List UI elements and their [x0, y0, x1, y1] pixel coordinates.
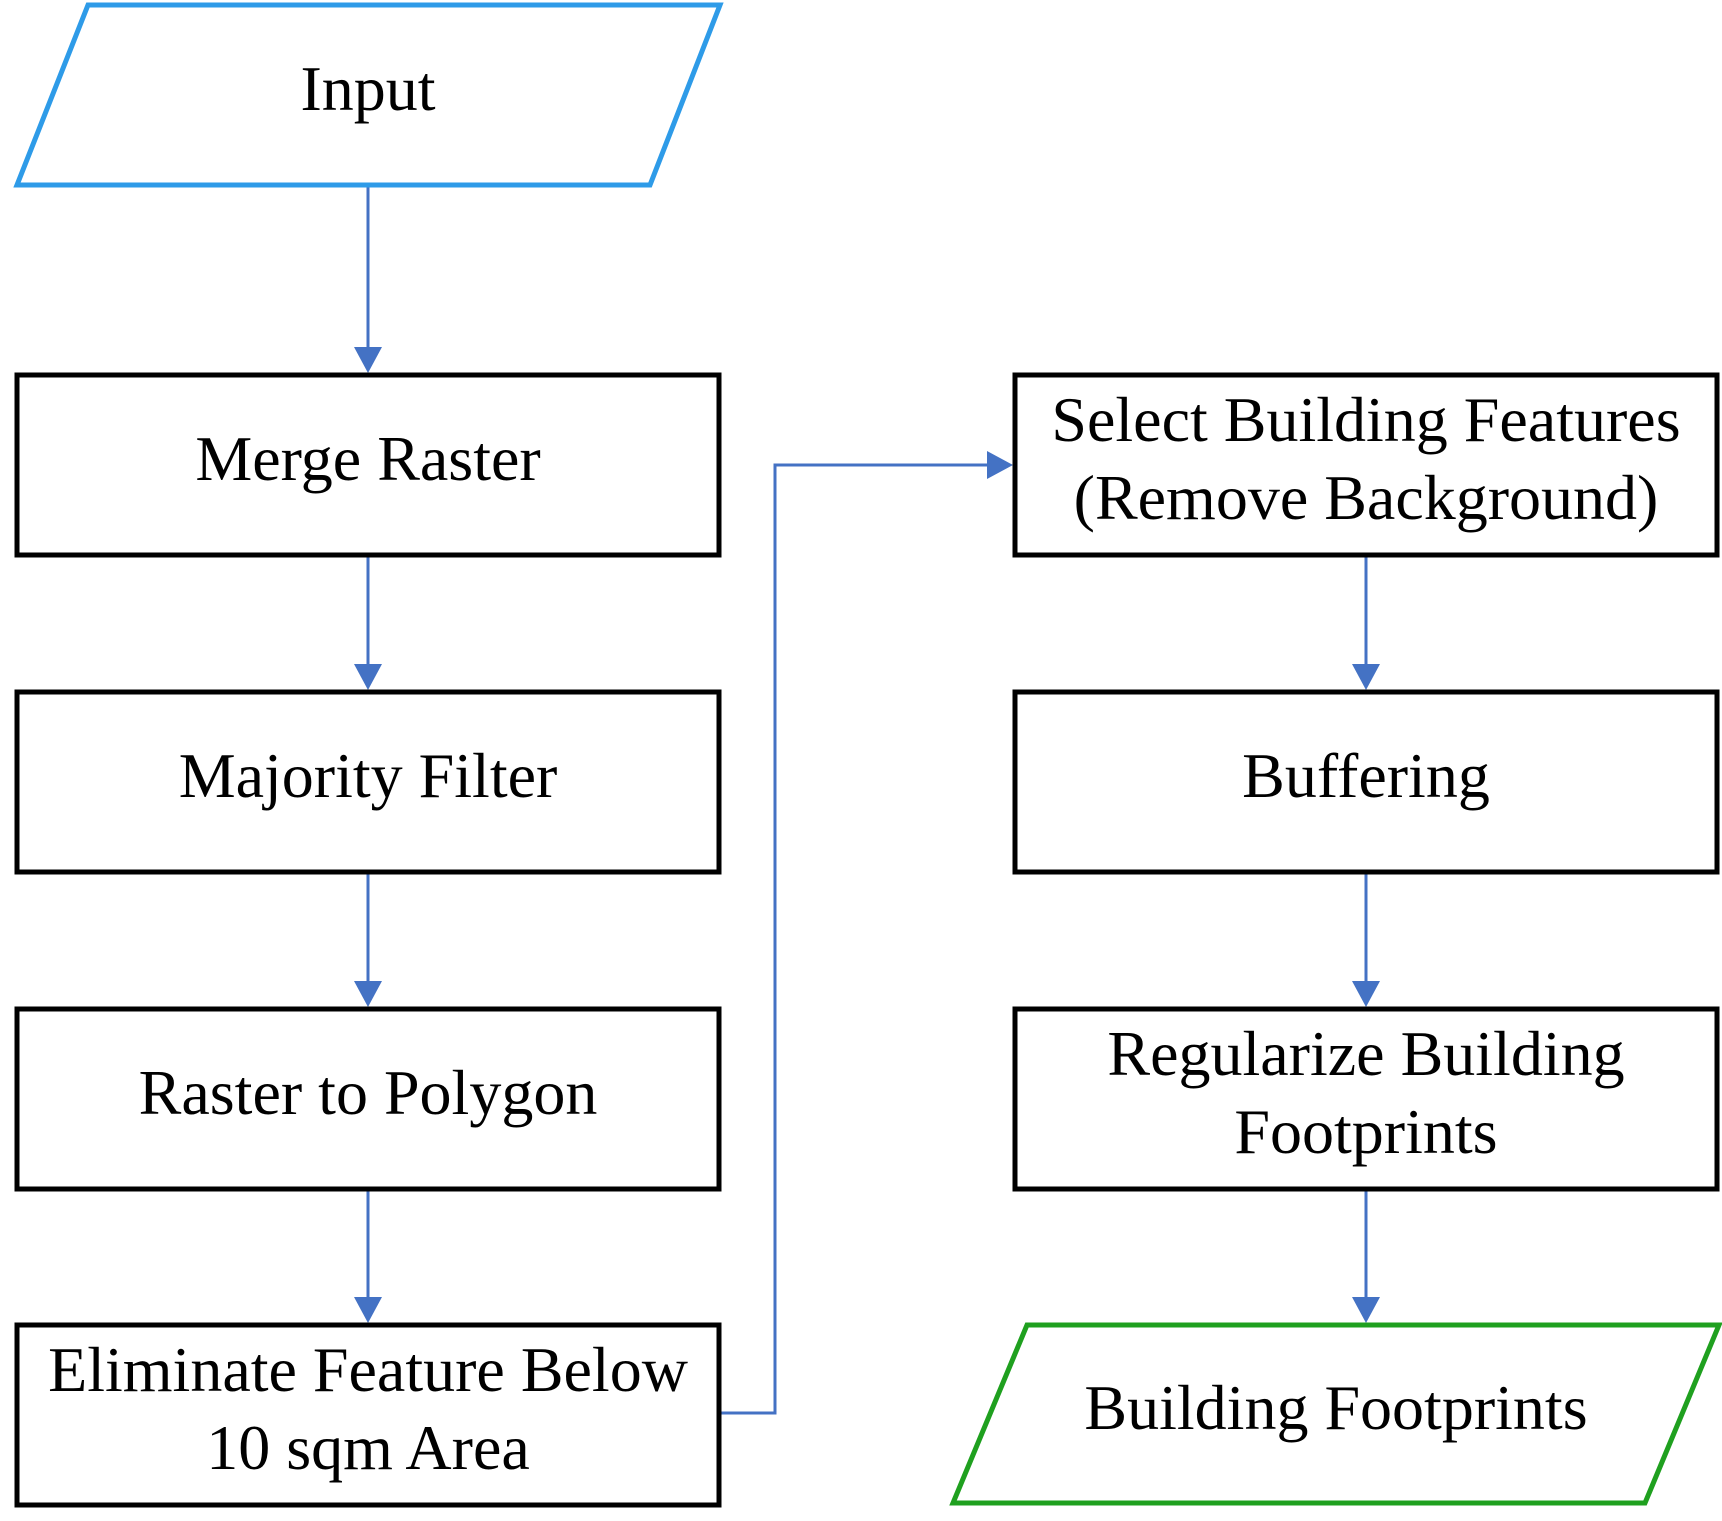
label-line: Building Footprints	[1084, 1372, 1587, 1443]
label-line: Buffering	[1242, 740, 1490, 811]
majority-filter-label: Majority Filter	[179, 740, 558, 811]
node-buffering: Buffering	[1012, 689, 1720, 875]
node-merge-raster: Merge Raster	[14, 372, 722, 558]
label-line: Regularize Building	[1107, 1018, 1624, 1089]
label-line: Raster to Polygon	[139, 1057, 598, 1128]
node-select-building-features: Select Building Features(Remove Backgrou…	[1012, 372, 1720, 558]
arrowheads	[354, 347, 1380, 1323]
arrowhead-merge	[354, 347, 382, 373]
regularize-footprints-box	[1012, 1006, 1720, 1192]
label-line: (Remove Background)	[1074, 462, 1659, 533]
output-parallelogram	[949, 1322, 1722, 1506]
select-building-features-box	[1012, 372, 1720, 558]
input-parallelogram	[13, 2, 724, 188]
node-building-footprints-output: Building Footprints	[949, 1322, 1722, 1506]
arrowhead-majority	[354, 664, 382, 690]
select-building-features-label: Select Building Features(Remove Backgrou…	[1051, 384, 1680, 533]
label-line: Eliminate Feature Below	[48, 1334, 688, 1405]
node-input: Input	[13, 2, 724, 188]
label-line: Select Building Features	[1051, 384, 1680, 455]
node-majority-filter: Majority Filter	[14, 689, 722, 875]
majority-filter-box	[14, 689, 722, 875]
arrowhead-output	[1352, 1297, 1380, 1323]
raster-to-polygon-box	[14, 1006, 722, 1192]
output-label: Building Footprints	[1084, 1372, 1587, 1443]
label-line: Footprints	[1234, 1096, 1497, 1167]
label-line: 10 sqm Area	[206, 1412, 530, 1483]
arrowhead-r2p	[354, 981, 382, 1007]
node-raster-to-polygon: Raster to Polygon	[14, 1006, 722, 1192]
arrowhead-regularize	[1352, 981, 1380, 1007]
edge-eliminate-to-select	[718, 463, 990, 1415]
buffering-box	[1012, 689, 1720, 875]
arrowhead-buffer	[1352, 664, 1380, 690]
buffering-label: Buffering	[1242, 740, 1490, 811]
input-label: Input	[300, 53, 435, 124]
raster-to-polygon-label: Raster to Polygon	[139, 1057, 598, 1128]
merge-raster-box	[14, 372, 722, 558]
label-line: Merge Raster	[195, 423, 540, 494]
arrowhead-select	[987, 451, 1013, 479]
label-line: Majority Filter	[179, 740, 558, 811]
arrowhead-eliminate	[354, 1297, 382, 1323]
label-line: Input	[300, 53, 435, 124]
edges	[366, 187, 1368, 1415]
merge-raster-label: Merge Raster	[195, 423, 540, 494]
eliminate-feature-box	[14, 1322, 722, 1508]
